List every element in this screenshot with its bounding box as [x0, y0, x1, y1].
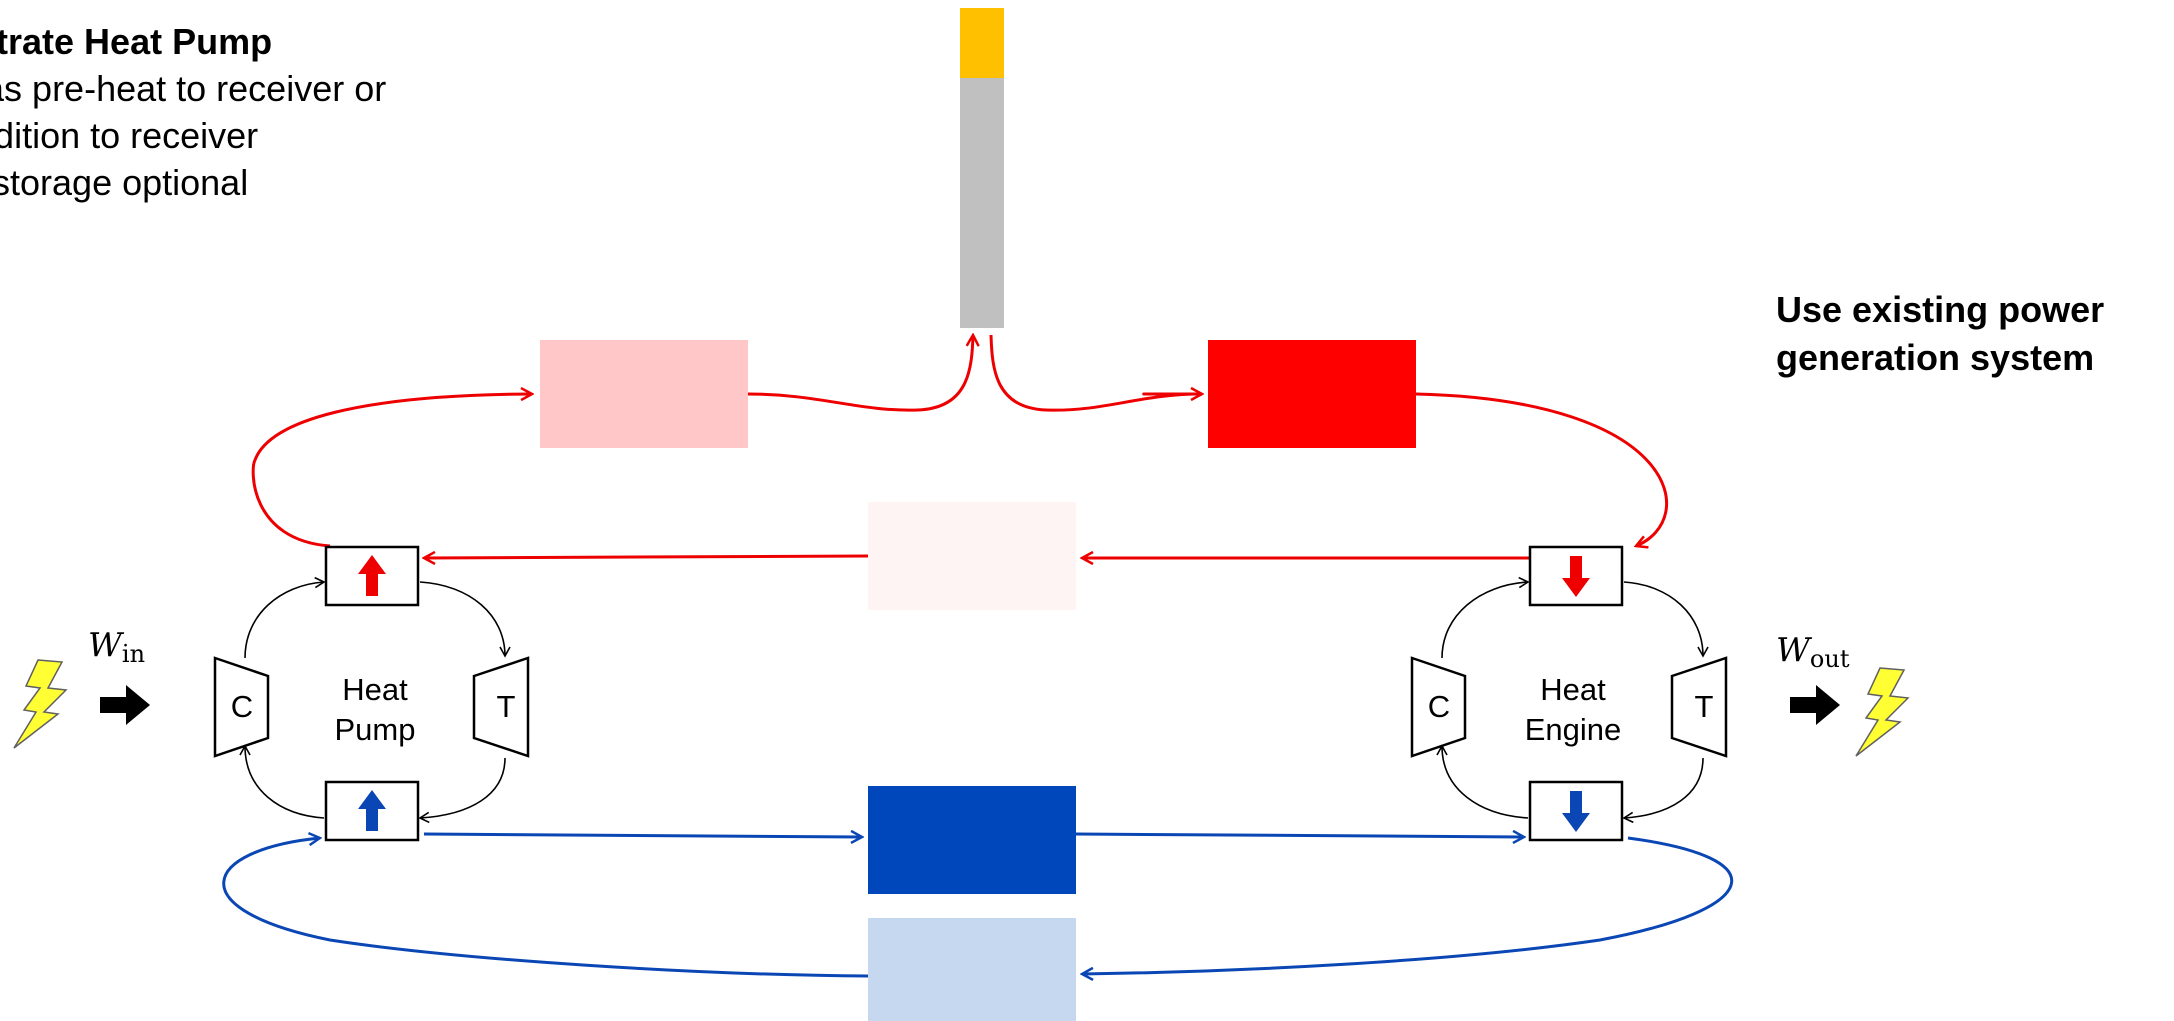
cold-loop-arrow: [222, 838, 869, 978]
heat-engine-label: Heat Engine: [1524, 672, 1622, 747]
receiver-body: [960, 78, 1004, 328]
blue-down-arrow-icon: [1562, 791, 1590, 832]
heat-engine-cold-exchanger: [1528, 780, 1624, 842]
power-generation-note: Use existing power generation system: [1776, 286, 2104, 382]
heat-pump-compressor-label: C: [230, 689, 254, 724]
cold-loop-arrow: [1082, 836, 1734, 974]
hot-loop-arrow: [1415, 392, 1668, 546]
power-generation-note-line1: Use existing power: [1776, 289, 2105, 330]
red-down-arrow-icon: [1562, 556, 1590, 597]
cool-storage-tank: [868, 918, 1076, 1021]
receiver-top: [960, 8, 1004, 78]
heat-pump-cold-exchanger: [324, 780, 420, 842]
heat-pump-label: Heat Pump: [334, 672, 416, 747]
work-out-arrow-icon: [1790, 685, 1840, 725]
heat-engine-compressor: [1410, 656, 1467, 758]
cold-storage-tank: [868, 786, 1076, 894]
blue-up-arrow-icon: [358, 790, 386, 831]
work-in-arrow-icon: [100, 685, 150, 725]
bullet-list: nstrate Heat Pump e as pre-heat to recei…: [0, 18, 386, 206]
heat-engine-hot-exchanger: [1528, 545, 1624, 607]
heat-pump-turbine: [472, 656, 530, 758]
work-out-label: Wout: [1776, 630, 1850, 673]
red-up-arrow-icon: [358, 555, 386, 596]
lightning-in-icon: [13, 659, 68, 749]
hot-storage-tank: [1208, 340, 1416, 448]
ambient-storage-tank: [868, 502, 1076, 610]
power-generation-note-line2: generation system: [1776, 337, 2095, 378]
heat-pump-compressor: [213, 656, 270, 758]
cold-loop-arrow: [423, 834, 862, 837]
bullet-item: addition to receiver: [0, 115, 259, 156]
cold-loop: [222, 834, 1734, 978]
bullet-item: ld storage optional: [0, 162, 249, 203]
hot-loop: [251, 334, 1668, 558]
lightning-out-icon: [1855, 667, 1910, 757]
heat-pump-hot-exchanger: [324, 545, 420, 607]
hot-loop-arrow: [989, 334, 1201, 412]
bullet-heading: nstrate Heat Pump: [0, 21, 273, 62]
work-in-label: Win: [88, 625, 146, 668]
heat-engine-compressor-label: C: [1427, 689, 1451, 724]
cold-loop-arrow: [1075, 834, 1524, 837]
heat-engine-turbine: [1670, 656, 1728, 758]
heat-engine-turbine-label: T: [1694, 689, 1714, 724]
hot-loop-arrow: [747, 335, 973, 412]
hot-loop-arrow: [251, 394, 532, 548]
warm-storage-tank: [540, 340, 748, 448]
heat-pump-turbine-label: T: [496, 689, 516, 724]
hot-loop-arrow: [424, 556, 869, 558]
bullet-item: e as pre-heat to receiver or: [0, 68, 387, 109]
cycle-arrows: [239, 576, 1709, 824]
